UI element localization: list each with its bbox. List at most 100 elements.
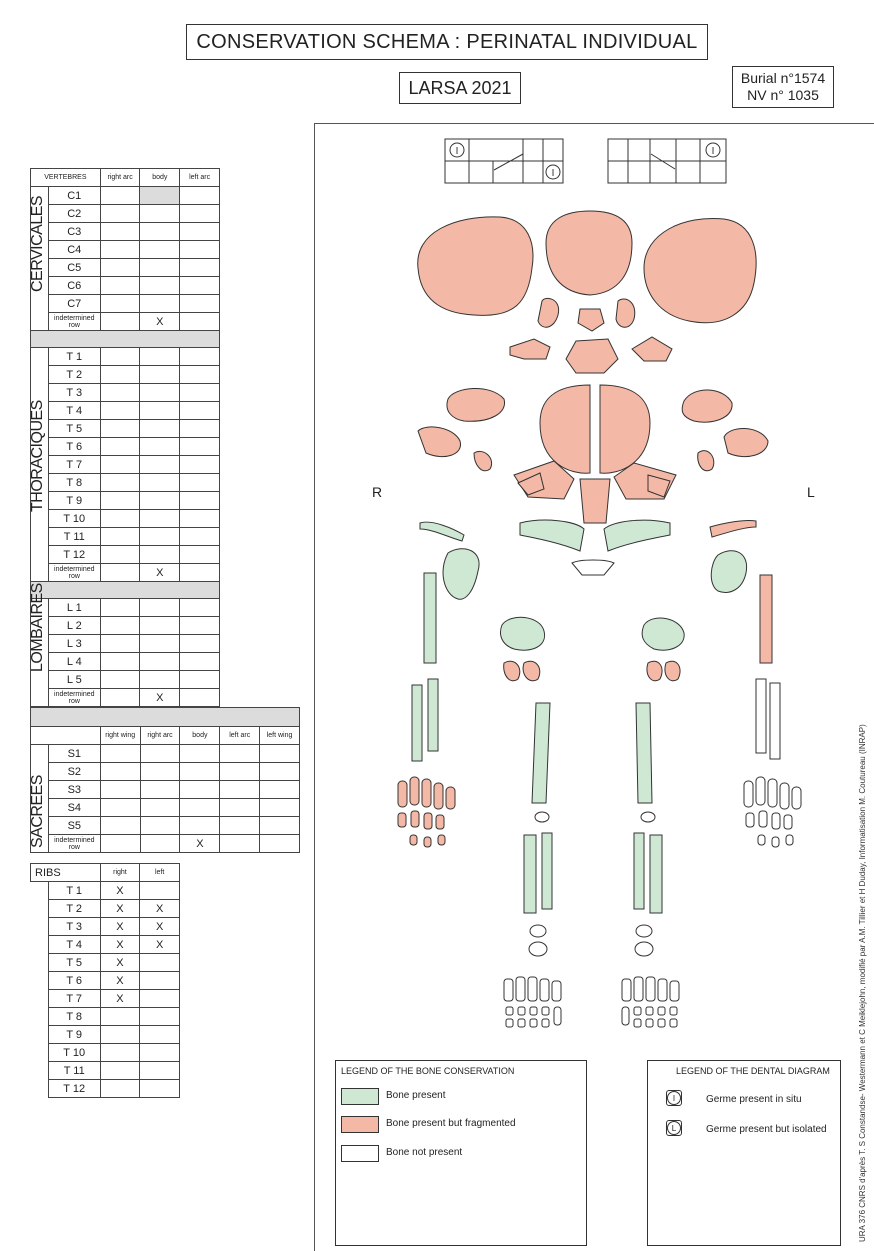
right-ischium <box>504 661 520 681</box>
right-mark: X <box>100 954 140 972</box>
header-right-arc: right arc <box>140 727 180 745</box>
left-side-label: L <box>807 484 815 500</box>
clavicles-and-scapulae <box>420 520 756 599</box>
table-row: C4 <box>31 241 220 259</box>
table-row: L 3 <box>31 635 220 653</box>
table-row: T 2 <box>31 366 220 384</box>
indetermined-row: indetermined row X <box>31 689 220 707</box>
row-label: T 2 <box>48 900 100 918</box>
mark: X <box>140 689 180 707</box>
left-parietal <box>644 218 756 322</box>
row-label: T 4 <box>48 402 100 420</box>
germ-in-situ-icon: I <box>666 1090 682 1106</box>
left-pubis <box>647 661 662 681</box>
header-left-wing: left wing <box>260 727 300 745</box>
dental-legend: LEGEND OF THE DENTAL DIAGRAM I Germe pre… <box>647 1060 841 1246</box>
dental-grids <box>445 139 726 183</box>
table-row: C7 <box>31 295 220 313</box>
sacrum-table: right wing right arc body left arc left … <box>30 707 300 853</box>
separator-row <box>31 331 220 348</box>
right-ilium <box>501 617 545 650</box>
left-ulna <box>770 683 780 759</box>
table-row: T 9 <box>31 1026 180 1044</box>
row-label: L 2 <box>48 617 100 635</box>
separator-row <box>31 708 300 727</box>
left-mark <box>140 1080 180 1098</box>
cervical-label: CERVICALES <box>29 196 47 292</box>
row-label: T 2 <box>48 366 100 384</box>
table-row: S4 <box>31 799 300 817</box>
row-label: T 1 <box>48 348 100 366</box>
feet <box>504 977 679 1027</box>
table-row: C2 <box>31 205 220 223</box>
row-label: T 8 <box>48 474 100 492</box>
table-row: T 10 <box>31 1044 180 1062</box>
table-row: S3 <box>31 781 300 799</box>
table-row: T 7 <box>31 456 220 474</box>
row-label: S3 <box>48 781 100 799</box>
row-label: L 1 <box>48 599 100 617</box>
basi-occipital <box>578 309 604 331</box>
header-left-arc: left arc <box>220 727 260 745</box>
swatch-present <box>341 1088 379 1105</box>
table-row: L 2 <box>31 617 220 635</box>
right-mark: X <box>100 918 140 936</box>
header-body: body <box>140 169 180 187</box>
table-row: C5 <box>31 259 220 277</box>
indetermined-label: indetermined row <box>48 564 100 582</box>
vertebrae-header: VERTEBRES <box>31 169 101 187</box>
vomer <box>580 479 610 523</box>
indetermined-label: indetermined row <box>48 689 100 707</box>
table-row: S5 <box>31 817 300 835</box>
bone-legend: LEGEND OF THE BONE CONSERVATION Bone pre… <box>335 1060 587 1246</box>
right-temporal <box>510 339 550 359</box>
right-radius <box>428 679 438 751</box>
table-row: T 3 <box>31 384 220 402</box>
row-label: T 9 <box>48 492 100 510</box>
row-label: T 3 <box>48 384 100 402</box>
right-hand <box>398 777 455 847</box>
germ-symbol-2: I <box>552 168 555 179</box>
swatch-fragmented <box>341 1116 379 1133</box>
legend-in-situ-label: Germe present in situ <box>706 1094 802 1105</box>
right-parietal <box>418 217 533 316</box>
left-femur <box>636 703 652 803</box>
sphenoid <box>566 339 618 373</box>
table-row: L 4 <box>31 653 220 671</box>
right-mark <box>100 1008 140 1026</box>
row-label: L 5 <box>48 671 100 689</box>
legend-fragmented-label: Bone present but fragmented <box>386 1118 516 1129</box>
row-label: C7 <box>48 295 100 313</box>
row-label: L 3 <box>48 635 100 653</box>
indetermined-label: indetermined row <box>48 313 100 331</box>
right-tibia <box>524 835 536 913</box>
right-zygomatic <box>418 427 461 457</box>
row-label: T 10 <box>48 1044 100 1062</box>
header-right: right <box>100 864 140 882</box>
ribs-rows: T 1XT 2XXT 3XXT 4XXT 5XT 6XT 7XT 8T 9T 1… <box>31 882 180 1098</box>
table-row: C1 <box>31 187 220 205</box>
table-row: T 10 <box>31 510 220 528</box>
row-label: T 12 <box>48 546 100 564</box>
header-right-wing: right wing <box>100 727 140 745</box>
row-label: T 10 <box>48 510 100 528</box>
row-label: C5 <box>48 259 100 277</box>
row-label: T 11 <box>48 1062 100 1080</box>
left-occipital-part <box>616 299 635 327</box>
pelvis <box>501 617 685 681</box>
left-hand <box>744 777 801 847</box>
legend-isolated-label: Germe present but isolated <box>706 1124 827 1135</box>
right-patella <box>535 812 549 822</box>
table-row: T 8 <box>31 474 220 492</box>
left-foot <box>622 977 679 1027</box>
row-label: S1 <box>48 745 100 763</box>
left-ilium <box>642 618 684 650</box>
left-zygomatic <box>724 428 768 456</box>
